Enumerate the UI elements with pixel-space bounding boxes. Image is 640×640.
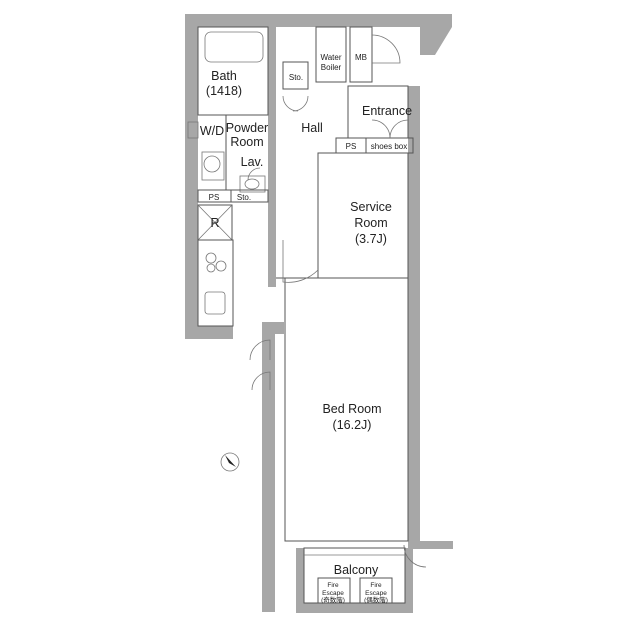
balcony-outline [303,547,406,604]
bath-size-label: (1418) [206,84,242,98]
fire-escape-label-1a: Fire [327,582,339,589]
washer [203,155,221,173]
sto-top-label: Sto. [289,73,303,82]
wall-top-right [420,14,452,55]
service-room-label-1: Service [350,200,392,214]
hall-label: Hall [301,121,323,135]
stove-burner [215,260,227,272]
ps-entrance-label: PS [346,142,357,151]
wall-left-lower [262,322,275,612]
entrance-label: Entrance [362,104,412,118]
bedroom-label: Bed Room [322,402,381,416]
kitchen-sink [204,291,226,315]
wall-balcony-bottom [300,603,410,613]
fire-escape-hatch [359,577,393,604]
bedroom-outline [284,277,409,542]
compass-north-icon [220,452,240,472]
lav-label: Lav. [241,155,264,169]
bath-label: Bath [211,69,237,83]
fire-escape-label-2b: Escape [365,590,387,597]
bathtub [204,31,264,63]
doors [187,34,427,568]
wall-balcony-left [296,548,304,613]
door-swing [371,34,401,64]
wall-kitchen-bottom [185,326,233,339]
door-swing [389,119,409,139]
stove-burner [205,252,217,264]
door-swing [282,240,319,283]
wall-balcony-right [405,548,413,613]
water-boiler-label-2: Boiler [321,63,342,72]
mb-label: MB [355,53,367,62]
door-swing [292,95,309,112]
fire-escape-label-1c: (奇数階) [321,595,345,604]
wall-bath-hall [268,27,276,287]
kitchen-counter [197,239,234,327]
service-room-size-label: (3.7J) [355,232,387,246]
interior-lines [197,26,414,604]
wall-right [408,86,420,541]
powder-room-label-2: Room [230,135,263,149]
door-swing [282,95,299,112]
door-swing [403,544,427,568]
sink [239,175,266,193]
wall-bottom-right [408,541,453,549]
balcony-label: Balcony [334,563,379,577]
service-room-label-2: Room [354,216,387,230]
wall-top [185,14,450,27]
ps-lav-label: PS [209,193,220,202]
door-swing [251,371,271,391]
walls [185,14,453,613]
water-boiler-label-1: Water [320,53,341,62]
powder-room-label-1: Powder [226,121,268,135]
fire-escape-label-1b: Escape [322,590,344,597]
door-swing [247,167,261,181]
bedroom-size-label: (16.2J) [333,418,372,432]
fire-escape-label-2c: (偶数階) [364,595,388,604]
wd-label: W/D [200,124,224,138]
door-swing [371,119,391,139]
door-swing [249,339,271,361]
fire-escape-label-2a: Fire [370,582,382,589]
wall-left-lower-cap [262,322,284,334]
shoes-box-label: shoes box [371,142,407,151]
labels: Bath (1418) W/D Powder Room Lav. Hall En… [200,53,412,604]
sto-lav-label: Sto. [237,193,251,202]
fire-escape-hatch [317,577,351,604]
fridge-label: R [210,216,219,230]
wall-left-upper [185,14,198,339]
